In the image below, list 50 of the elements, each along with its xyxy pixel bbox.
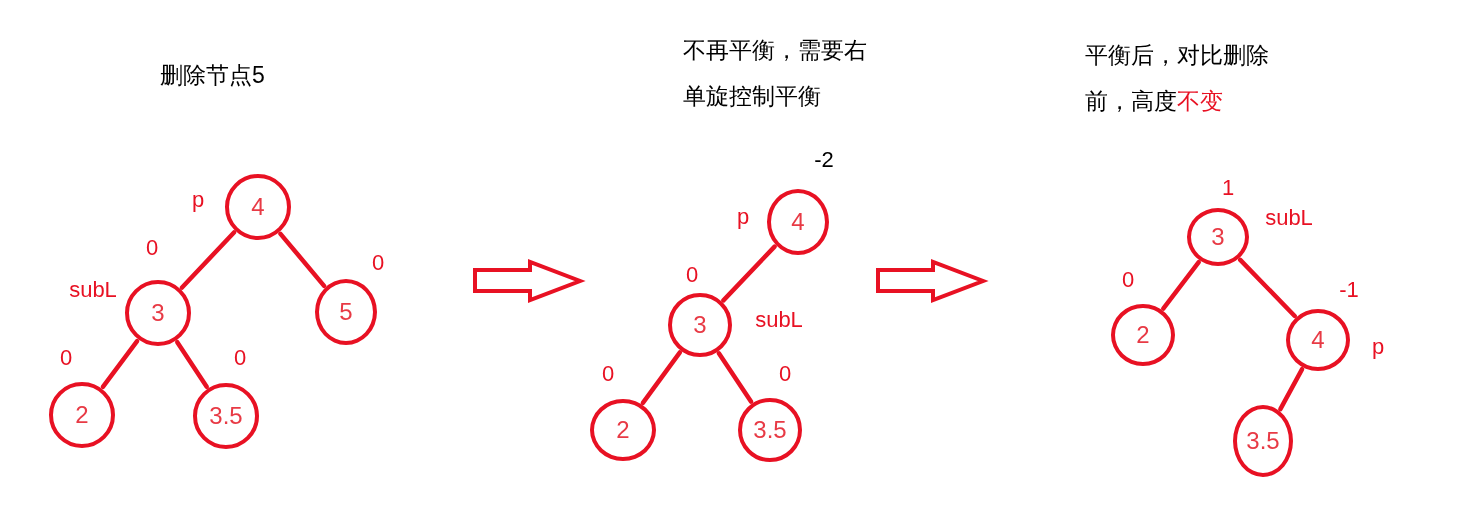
- node-annotation: subL: [755, 309, 803, 331]
- tree-edge: [721, 244, 777, 303]
- node-annotation: 0: [778, 363, 792, 385]
- node-value: 3: [1211, 225, 1225, 249]
- step-title: 平衡后，对比删除前，高度不变: [1085, 41, 1270, 116]
- node-value: 3: [151, 301, 165, 325]
- tree-edge: [1238, 257, 1297, 319]
- node-value: 5: [339, 300, 353, 324]
- node-annotation: 0: [233, 347, 247, 369]
- tree-edge: [278, 231, 327, 289]
- step-title: 不再平衡，需要右单旋控制平衡: [683, 36, 868, 111]
- tree-node-circle: [225, 174, 291, 240]
- tree-node-circle: [125, 280, 191, 346]
- tree-node-circle: [1233, 405, 1293, 477]
- step-title: 删除节点5: [160, 61, 265, 90]
- node-value: 2: [1136, 323, 1150, 347]
- node-value: 4: [251, 195, 265, 219]
- node-value: 3.5: [209, 404, 243, 428]
- node-value: 3: [693, 313, 707, 337]
- node-annotation: 1: [1221, 177, 1235, 199]
- node-value: 2: [75, 403, 89, 427]
- tree-edge: [716, 351, 754, 404]
- node-value: 3.5: [1246, 429, 1280, 453]
- node-value: 2: [616, 418, 630, 442]
- node-annotation: p: [191, 189, 205, 211]
- tree-edge: [179, 230, 237, 290]
- tree-node-circle: [668, 293, 732, 357]
- node-annotation: subL: [1265, 207, 1313, 229]
- node-value: 4: [1311, 328, 1325, 352]
- node-annotation: 0: [145, 237, 159, 259]
- tree-edge: [1161, 259, 1201, 311]
- node-annotation: 0: [371, 252, 385, 274]
- node-annotation: -2: [814, 149, 834, 171]
- tree-node-circle: [1286, 309, 1350, 371]
- node-annotation: 0: [685, 264, 699, 286]
- tree-edge: [100, 338, 140, 390]
- node-annotation: -1: [1339, 279, 1359, 301]
- node-annotation: p: [1371, 336, 1385, 358]
- node-value: 4: [791, 210, 805, 234]
- tree-edge: [640, 350, 683, 406]
- node-value: 3.5: [753, 418, 787, 442]
- node-annotation: 0: [601, 363, 615, 385]
- tree-node-circle: [738, 398, 802, 462]
- tree-node-circle: [1187, 208, 1249, 266]
- node-annotation: p: [736, 206, 750, 228]
- node-annotation: subL: [69, 279, 117, 301]
- node-annotation: 0: [1121, 269, 1135, 291]
- tree-edge: [1278, 366, 1305, 412]
- tree-edge: [175, 339, 209, 390]
- node-annotation: 0: [59, 347, 73, 369]
